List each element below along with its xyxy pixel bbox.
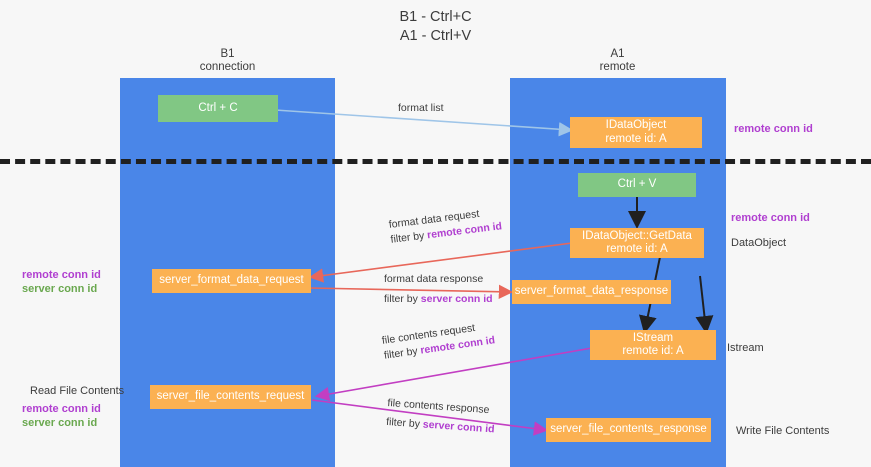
column-header-a1-name: A1: [610, 48, 625, 60]
side-label-left-server-conn-id: server conn id: [22, 283, 98, 295]
arrow-label-format-data-response-filter: filter by server conn id: [384, 293, 493, 305]
wire-format-data-response: [309, 284, 514, 299]
side-label-left-conn-ids: remote conn id server conn id: [22, 268, 101, 296]
box-getdata[interactable]: IDataObject::GetData remote id: A: [570, 228, 704, 258]
side-label-left-remote-conn-id: remote conn id: [22, 269, 101, 281]
box-idataobject-line1: IDataObject: [605, 119, 667, 131]
title-line-1: B1 - Ctrl+C: [399, 9, 472, 25]
box-server-file-contents-response[interactable]: server_file_contents_response: [546, 418, 711, 442]
box-ctrl-c-line1: Ctrl + C: [198, 101, 238, 114]
box-server-format-data-request-line1: server_format_data_request: [159, 274, 304, 287]
arrow-label-format-data-response: format data response filter by server co…: [384, 272, 493, 307]
side-label-left-read-server-conn-id: server conn id: [22, 417, 98, 429]
page-title: B1 - Ctrl+C A1 - Ctrl+V: [0, 8, 871, 46]
wire-response-istream: [695, 275, 714, 334]
arrow-label-format-data-response-line1: format data response: [384, 273, 484, 285]
box-getdata-line2: remote id: A: [606, 243, 668, 255]
box-ctrl-v-line1: Ctrl + V: [617, 178, 657, 191]
box-server-format-data-request[interactable]: server_format_data_request: [152, 269, 311, 293]
box-idataobject[interactable]: IDataObject remote id: A: [570, 117, 702, 148]
box-server-file-contents-response-line1: server_file_contents_response: [550, 423, 707, 436]
side-label-left-read-remote-conn-id: remote conn id: [22, 403, 101, 415]
wire-file-contents-request: [314, 347, 593, 402]
box-server-file-contents-request[interactable]: server_file_contents_request: [150, 385, 311, 409]
wire-file-contents-response: [311, 399, 549, 436]
box-server-format-data-response-line1: server_format_data_response: [514, 285, 669, 298]
box-istream[interactable]: IStream remote id: A: [590, 330, 716, 360]
column-header-a1-sub: remote: [599, 61, 636, 73]
side-label-istream: Istream: [727, 342, 764, 354]
box-ctrl-v[interactable]: Ctrl + V: [578, 173, 696, 197]
section-divider: [0, 159, 871, 164]
box-server-format-data-response[interactable]: server_format_data_response: [512, 280, 671, 304]
arrow-label-format-list: format list: [398, 102, 444, 114]
wire-format-data-request: [308, 242, 573, 283]
side-label-left-read-conn-ids: remote conn id server conn id: [22, 402, 101, 430]
column-header-b1-name: B1: [220, 48, 235, 60]
box-getdata-line1: IDataObject::GetData: [582, 229, 692, 242]
column-header-a1: A1 remote: [520, 48, 715, 74]
side-label-read-file-contents: Read File Contents: [30, 385, 125, 397]
box-server-file-contents-request-line1: server_file_contents_request: [156, 390, 305, 403]
side-label-dataobject: DataObject: [731, 237, 787, 249]
box-ctrl-c[interactable]: Ctrl + C: [158, 95, 278, 122]
box-idataobject-line2: remote id: A: [605, 132, 667, 145]
column-header-b1-sub: connection: [199, 61, 256, 73]
title-line-2: A1 - Ctrl+V: [399, 28, 472, 44]
box-istream-line2: remote id: A: [622, 345, 684, 357]
box-istream-line1: IStream: [632, 331, 674, 344]
column-header-b1: B1 connection: [130, 48, 325, 74]
wire-format-list: [274, 109, 574, 137]
side-label-write-file-contents: Write File Contents: [736, 425, 830, 437]
side-label-remote-conn-id-mid: remote conn id: [731, 212, 810, 224]
side-label-remote-conn-id-top: remote conn id: [734, 123, 813, 135]
